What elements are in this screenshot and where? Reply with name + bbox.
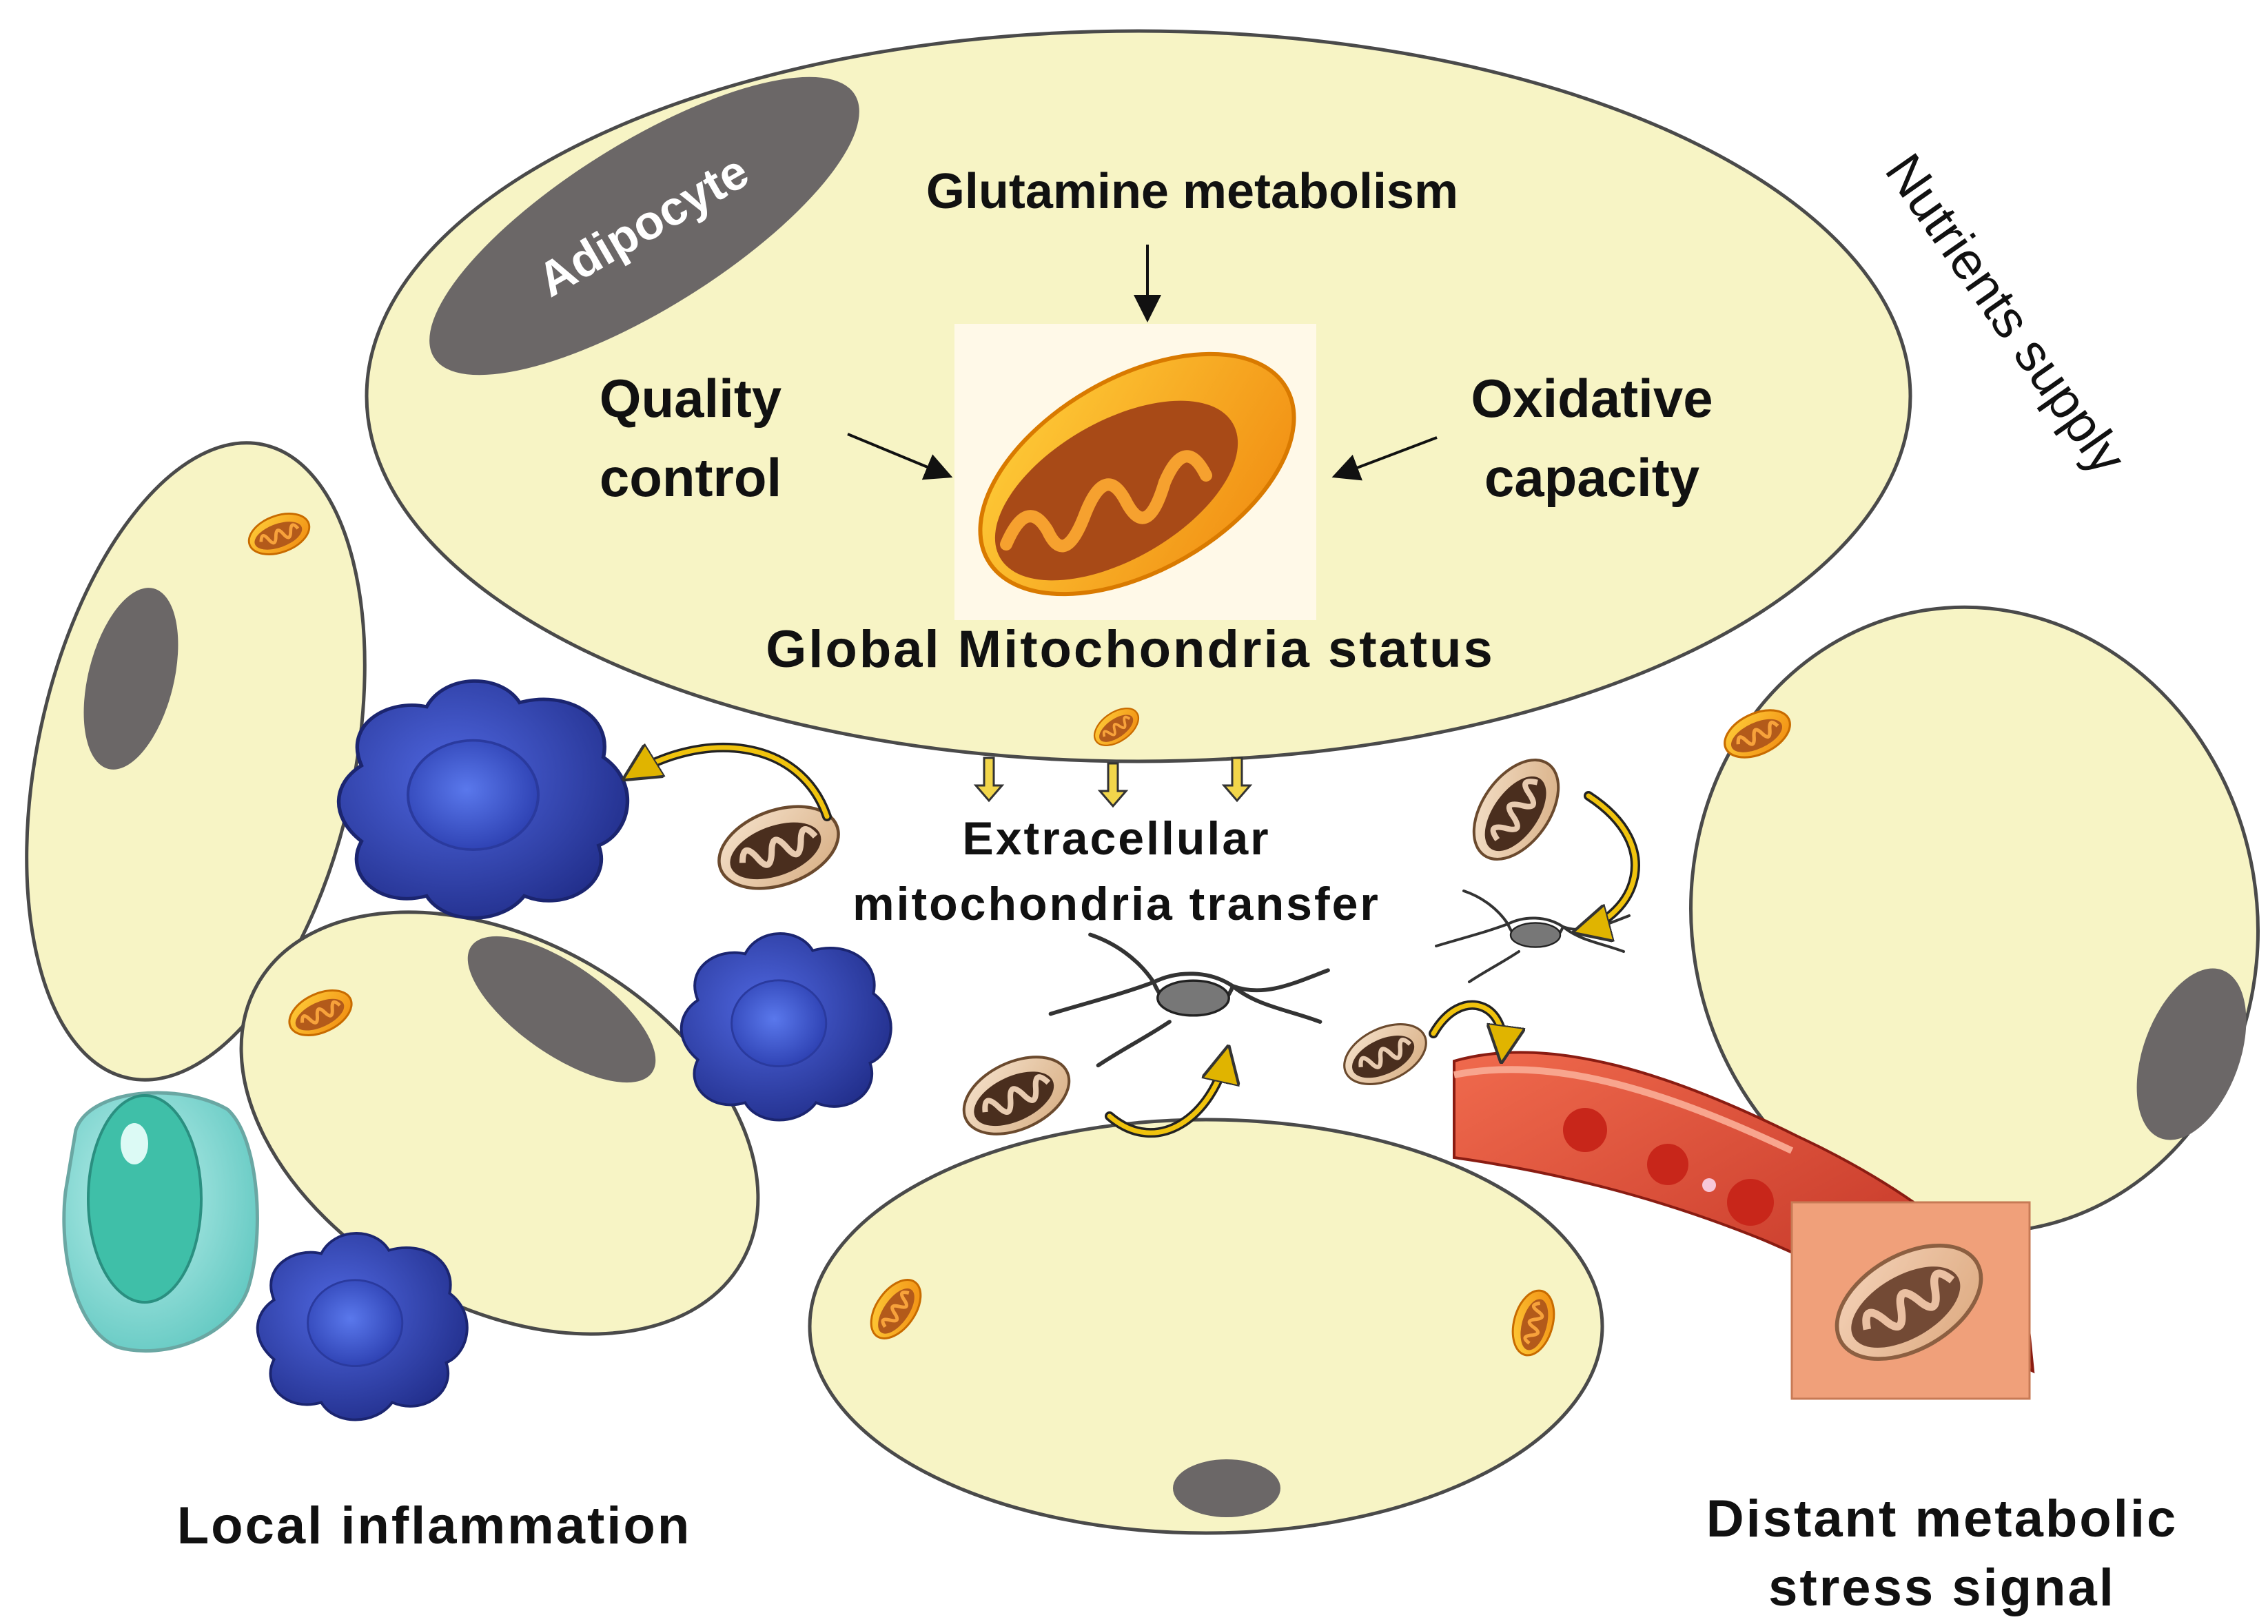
fibroblast-center <box>1051 935 1329 1066</box>
fibroblast-right <box>1436 891 1629 982</box>
extracellular-label-line1: Extracellular <box>962 812 1270 865</box>
adipocyte-bottom-cell <box>808 1118 1604 1535</box>
arrow-oxidative-capacity <box>1331 436 1438 481</box>
mitochondrion-transfer-2 <box>1457 745 1576 874</box>
nutrients-supply-label: Nutrients supply <box>1874 143 2137 484</box>
global-mitochondria-status-label: Global Mitochondria status <box>766 620 1495 679</box>
oxidative-label-line2: capacity <box>1484 447 1699 508</box>
adipocyte-right-cell <box>1689 605 2260 1235</box>
oxidative-label-line1: Oxidative <box>1471 368 1713 429</box>
mitochondrion-transfer-4 <box>1335 1012 1436 1096</box>
quality-label-line2: control <box>600 447 781 508</box>
glutamine-metabolism-label: Glutamine metabolism <box>926 164 1458 219</box>
distant-stress-label-line2: stress signal <box>1768 1559 2116 1617</box>
curved-transfer-arrows-fill <box>631 748 1638 1135</box>
adipocyte-lower-left-cell <box>239 910 760 1336</box>
stress-signal-mitochondria <box>1790 1201 2031 1400</box>
macrophage-middle <box>680 932 892 1122</box>
mitochondrion-main <box>954 324 1316 620</box>
local-inflammation-label: Local inflammation <box>177 1497 692 1555</box>
macrophage-upper <box>339 681 628 918</box>
arrow-quality-control <box>847 433 953 480</box>
quality-label-line1: Quality <box>600 368 781 429</box>
transfer-down-arrows <box>973 757 1253 808</box>
macrophage-lower <box>256 1232 469 1421</box>
stem-cell <box>62 1091 259 1353</box>
extracellular-label-line2: mitochondria transfer <box>852 878 1380 930</box>
distant-stress-label-line1: Distant metabolic <box>1706 1490 2178 1548</box>
